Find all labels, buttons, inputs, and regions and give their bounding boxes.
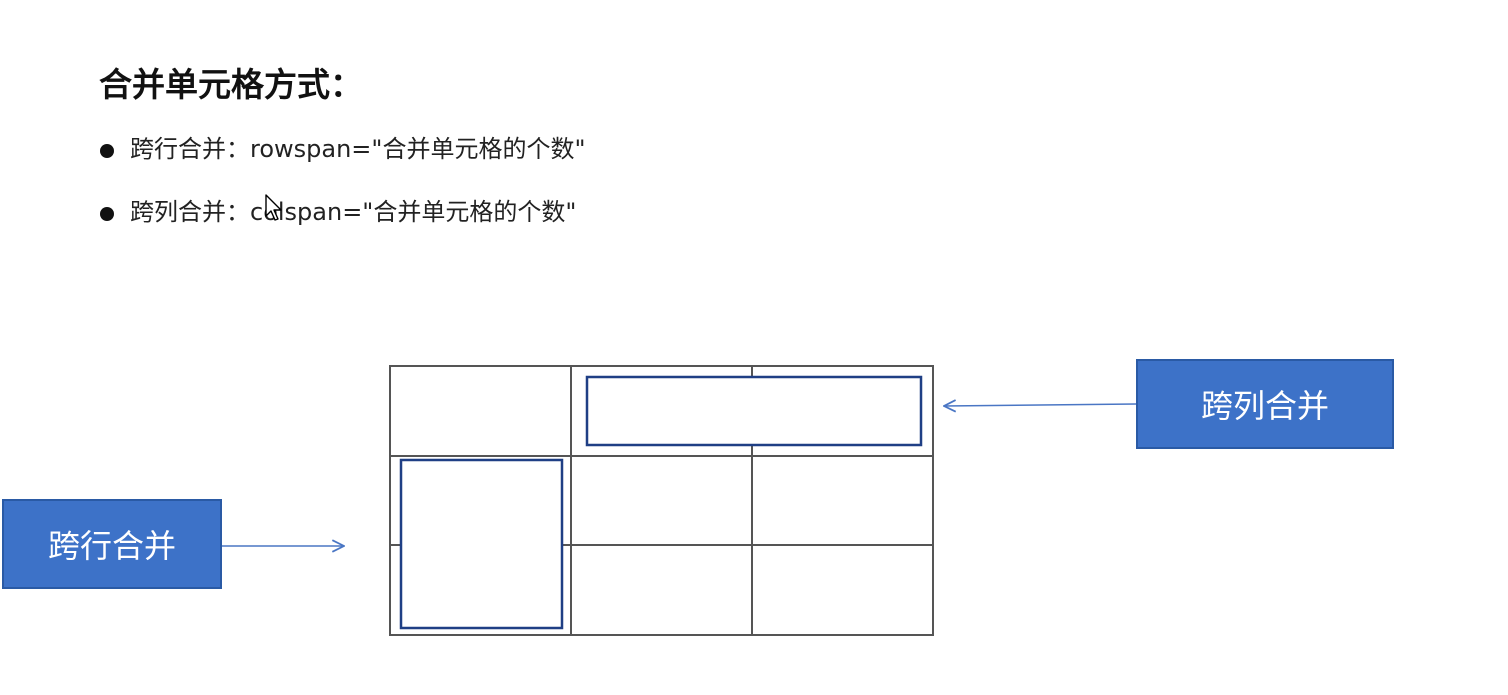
bullet-text: 跨列合并：colspan="合并单元格的个数" [130, 198, 577, 226]
bullet-dot-icon [100, 207, 114, 221]
bullet-item-colspan: 跨列合并：colspan="合并单元格的个数" [100, 195, 586, 258]
colspan-arrow [944, 404, 1137, 406]
bullet-text: 跨行合并：rowspan="合并单元格的个数" [130, 135, 586, 163]
slide-title: 合并单元格方式： [99, 65, 363, 104]
mouse-pointer-icon [265, 194, 282, 221]
bullet-item-rowspan: 跨行合并：rowspan="合并单元格的个数" [100, 132, 586, 195]
table-outer-border [389, 365, 934, 636]
rowspan-highlight [399, 458, 564, 630]
rowspan-callout-label: 跨行合并 [47, 527, 176, 565]
bullet-list: 跨行合并：rowspan="合并单元格的个数" 跨列合并：colspan="合并… [100, 132, 586, 258]
colspan-callout-label: 跨列合并 [1200, 387, 1329, 425]
colspan-highlight [585, 375, 923, 447]
rowspan-callout: 跨行合并 [2, 499, 222, 589]
colspan-callout: 跨列合并 [1136, 359, 1394, 449]
bullet-dot-icon [100, 144, 114, 158]
